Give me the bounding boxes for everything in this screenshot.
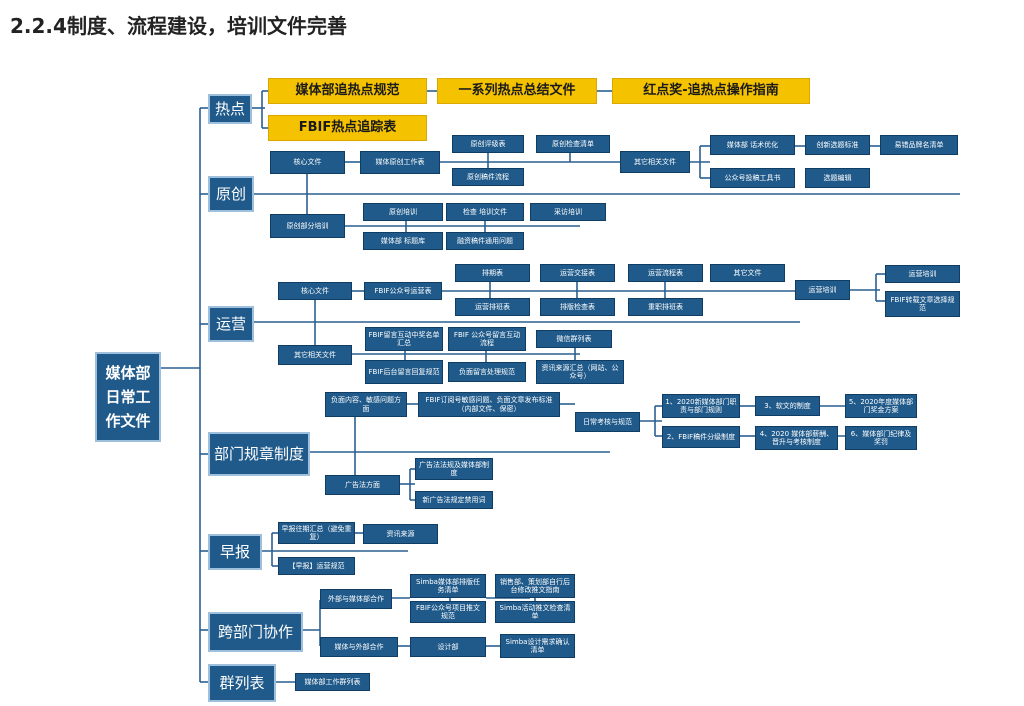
morning-summary-node: 早报往期汇总（避免重复）	[278, 522, 355, 544]
ops-other-node: 其它文件	[710, 264, 785, 282]
rules-r6-node: 6、媒体部门纪律及奖罚	[845, 426, 917, 450]
original-interview-node: 采访培训	[530, 203, 606, 221]
ops-leave-node: 重职排班表	[628, 298, 703, 316]
original-titlelib-node: 媒体部 标题库	[363, 232, 443, 250]
cross-external-node: 外部与媒体部合作	[320, 589, 392, 609]
category-ops: 运营	[208, 306, 254, 342]
original-checktrain-node: 检查 培训文件	[446, 203, 524, 221]
rules-ad1-node: 广告法法规及媒体部制度	[415, 458, 493, 480]
ops-train2-node: 运营培训	[885, 265, 960, 283]
rules-r5-node: 5、2020年度媒体部门奖金方案	[845, 394, 917, 418]
ops-schedule-node: 排期表	[455, 264, 530, 282]
original-issues-node: 融资稿件通用问题	[446, 232, 524, 250]
rules-r1-node: 1、2020新媒体部门职责与部门规则	[662, 394, 740, 418]
ops-rules-node: FBIF转载文章选择规范	[885, 291, 960, 317]
ops-layout-node: 排版检查表	[540, 298, 615, 316]
original-edit-node: 选题编辑	[805, 168, 870, 188]
ops-negative-node: 负面留言处理规范	[448, 362, 526, 382]
original-check-node: 原创检查清单	[536, 135, 610, 153]
original-flow-node: 原创稿件流程	[452, 168, 524, 186]
original-topic-node: 创新选题标准	[805, 135, 870, 155]
group-list-node: 媒体部工作群列表	[295, 673, 370, 691]
hot-guide-node: 红点奖-追热点操作指南	[612, 78, 810, 104]
original-worktable-node: 媒体原创工作表	[360, 151, 440, 174]
original-tool-node: 公众号投稿工具书	[710, 168, 795, 188]
ops-related-node: 其它相关文件	[278, 345, 352, 365]
rules-daily-node: 日常考核与规范	[575, 412, 640, 432]
original-trainpart-node: 原创部分培训	[270, 214, 345, 238]
original-speech-node: 媒体部 话术优化	[710, 135, 795, 155]
ops-handover-node: 运营交接表	[540, 264, 615, 282]
rules-subs-node: FBIF订阅号敏感问题、负面文章发布标准（内部文件、保密）	[418, 392, 560, 417]
rules-r2-node: 2、FBIF稿件分级制度	[662, 426, 740, 448]
original-brand-node: 易错品牌名清单	[880, 135, 958, 155]
category-rules: 部门规章制度	[208, 432, 310, 476]
category-morning: 早报	[208, 534, 262, 570]
hot-spec-node: 媒体部追热点规范	[268, 78, 427, 104]
category-cross: 跨部门协作	[208, 612, 303, 652]
morning-source-node: 资讯来源	[363, 524, 438, 544]
cross-design-node: 设计部	[410, 637, 486, 657]
ops-reply-node: FBIF后台留言回复规范	[365, 360, 443, 384]
category-group: 群列表	[208, 664, 276, 702]
ops-flowtable-node: 运营流程表	[628, 264, 703, 282]
ops-wechat-node: 微信群列表	[536, 330, 612, 348]
cross-fbif-node: FBIF公众号项目推文规范	[410, 601, 486, 623]
rules-r3-node: 3、软文的制度	[755, 396, 820, 416]
rules-r4-node: 4、2020 媒体部薪酬、晋升与考核制度	[755, 426, 838, 450]
morning-rules-node: 【早报】运营规范	[278, 557, 355, 575]
rules-ad2-node: 新广告法规定禁用词	[415, 491, 493, 509]
category-hot: 热点	[208, 94, 252, 124]
rules-ad-node: 广告法方面	[325, 475, 400, 495]
page-title: 2.2.4制度、流程建设，培训文件完善	[10, 14, 347, 38]
hot-summary-node: 一系列热点总结文件	[437, 78, 597, 104]
category-original: 原创	[208, 176, 254, 212]
cross-sales-node: 销售部、策划部自行后台修改推文指南	[495, 574, 575, 598]
hot-tracker-node: FBIF热点追踪表	[268, 115, 427, 141]
ops-table-node: FBIF公众号运营表	[364, 282, 442, 300]
ops-comment2-node: FBIF 公众号留言互动流程	[448, 327, 526, 351]
original-review-node: 原创评级表	[452, 135, 524, 153]
ops-train-node: 运营培训	[795, 280, 850, 300]
root-node: 媒体部日常工作文件	[95, 352, 161, 442]
original-related-node: 其它相关文件	[620, 151, 690, 173]
ops-core-node: 核心文件	[278, 282, 352, 300]
ops-source-node: 资讯来源汇总（网站、公众号）	[536, 360, 624, 384]
original-core-node: 核心文件	[270, 151, 345, 174]
ops-checktable-node: 运营排班表	[455, 298, 530, 316]
cross-mediaext-node: 媒体与外部合作	[320, 637, 398, 657]
cross-simba1-node: Simba媒体部排版任务清单	[410, 574, 486, 598]
cross-simba2-node: Simba活动推文检查清单	[495, 601, 575, 623]
ops-comment1-node: FBIF留言互动中奖名单汇总	[365, 327, 443, 351]
rules-negative-node: 负面内容、敏感问题方面	[325, 392, 407, 417]
cross-simba3-node: Simba设计需求确认清单	[500, 634, 575, 658]
original-train-node: 原创培训	[363, 203, 443, 221]
